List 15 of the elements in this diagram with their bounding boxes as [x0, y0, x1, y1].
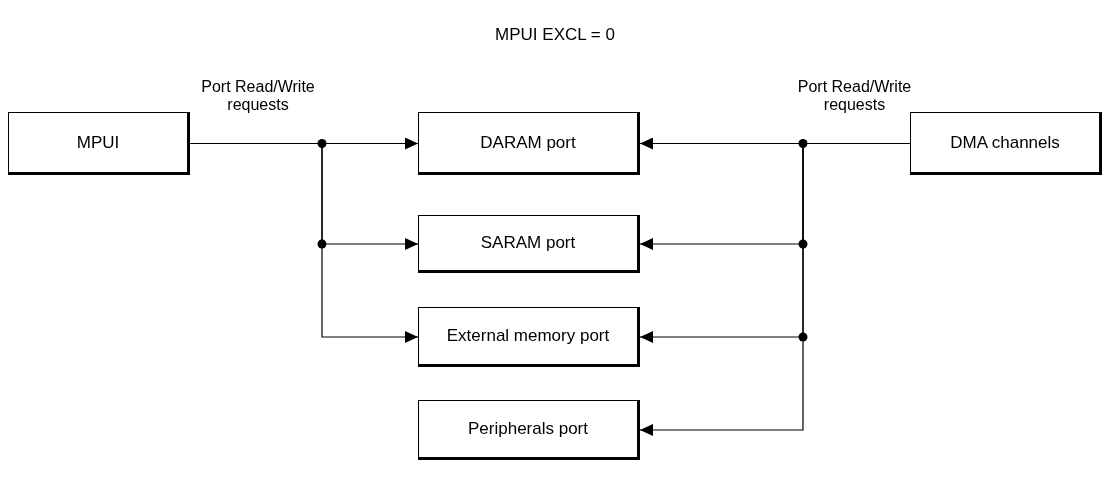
- box-label: DMA channels: [950, 131, 1060, 154]
- port-box: [8, 112, 190, 175]
- edge-label: Port Read/Write requests: [200, 77, 316, 114]
- port-box: [910, 112, 1102, 175]
- box-label: External memory port: [446, 325, 610, 348]
- box-label: Peripherals port: [468, 418, 588, 441]
- port-box: [418, 307, 640, 367]
- edge-label: Port Read/Write requests: [796, 77, 913, 114]
- diagram-title: MPUI EXCL = 0: [495, 25, 615, 44]
- box-label: SARAM port: [480, 232, 576, 255]
- box-label: MPUI: [76, 131, 120, 154]
- box-label: DARAM port: [480, 131, 576, 154]
- port-box: [418, 215, 640, 273]
- port-box: [418, 112, 640, 175]
- port-box: [418, 400, 640, 460]
